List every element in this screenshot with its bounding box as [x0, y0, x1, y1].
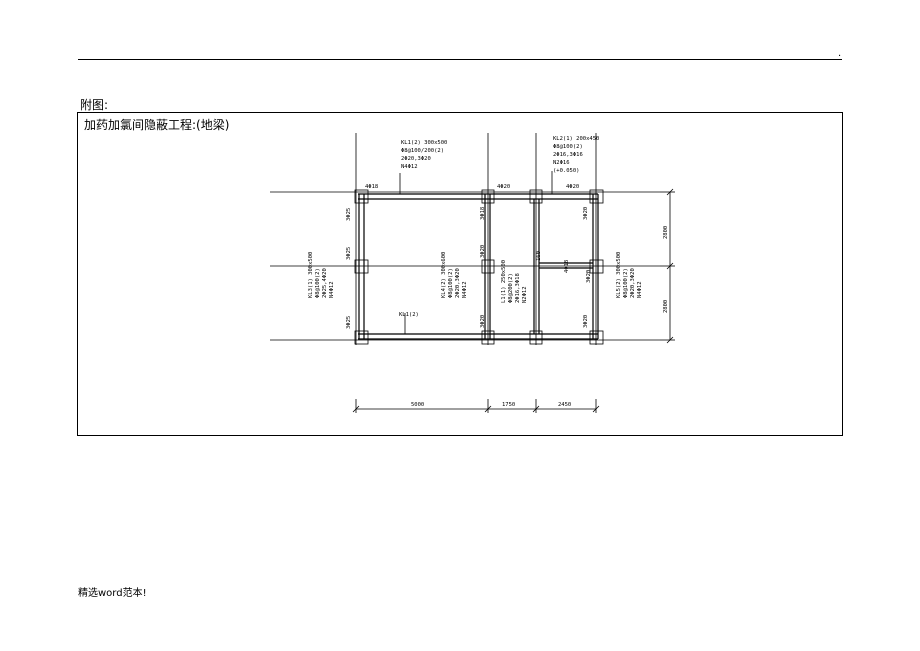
header-mark: .: [838, 48, 842, 59]
column: [481, 330, 495, 345]
rebar-mark-left3: 3Φ25: [346, 316, 352, 329]
beam-label-kl4-line1: KL4(2) 300x600: [441, 252, 447, 298]
dimension-2800-upper: 2800: [663, 226, 669, 239]
rebar-mark-top3: 4Φ20: [566, 184, 579, 190]
column: [481, 189, 495, 204]
dim-tick: [592, 405, 600, 413]
column: [589, 189, 604, 204]
rebar-mark-mid3: 4Φ18: [564, 260, 570, 273]
column: [481, 259, 495, 274]
beam-label-kl5-line4: N4Φ12: [637, 281, 643, 298]
beam-label-kl2-line5: (+0.050): [553, 168, 580, 174]
beam-label-kl2-line4: N2Φ16: [553, 160, 570, 166]
figure-caption: 附图:: [80, 98, 109, 112]
beam-label-kl1-line2: Φ8@100/200(2): [401, 148, 444, 154]
dimension-1750: 1750: [502, 402, 515, 408]
beam-label-kl2-line3: 2Φ16,3Φ16: [553, 152, 583, 158]
dim-tick: [484, 405, 492, 413]
beam-label-kl4-line2: Φ8@100(2): [448, 268, 454, 298]
rebar-mark-left1: 3Φ25: [346, 208, 352, 221]
beam-label-kl2-line2: Φ8@100(2): [553, 144, 583, 150]
figure-title: 加药加氯间隐蔽工程:(地梁): [84, 118, 230, 132]
footer-text: 精选word范本!: [78, 588, 147, 599]
dim-tick: [666, 188, 674, 196]
column: [354, 189, 369, 204]
rebar-mark-mid4: 3Φ20: [586, 270, 592, 283]
beam-label-l1-line4: N2Φ12: [522, 286, 528, 303]
beam-label-kl1-bottom: KL1(2): [399, 312, 419, 318]
column: [354, 259, 369, 274]
beam-label-l1-line3: 2Φ16,3Φ18: [515, 273, 521, 303]
dim-tick: [532, 405, 540, 413]
rebar-mark-top1: 4Φ18: [365, 184, 378, 190]
column: [529, 330, 543, 345]
rebar-mark-mid1: 3Φ18: [480, 207, 486, 220]
dimension-2450: 2450: [558, 402, 571, 408]
beam-label-kl5-line1: KL5(2) 300x500: [616, 252, 622, 298]
rebar-mark-bot3: 3Φ20: [583, 315, 589, 328]
dimension-5000: 5000: [411, 402, 424, 408]
beam-label-kl2-line1: KL2(1) 200x450: [553, 136, 599, 142]
beam-label-kl1-line4: N4Φ12: [401, 164, 418, 170]
beam-label-l1-line2: Φ8@200(2): [508, 273, 514, 303]
dim-tick: [666, 336, 674, 344]
rebar-mark-mid2: 3Φ20: [480, 245, 486, 258]
dimension-160: 160: [536, 251, 542, 261]
beam-label-kl5-line2: Φ8@100(2): [623, 268, 629, 298]
figure-frame: 加药加氯间隐蔽工程:(地梁): [77, 112, 843, 436]
rebar-mark-right1: 3Φ20: [583, 207, 589, 220]
beam-label-kl5-line3: 2Φ20,3Φ20: [630, 268, 636, 298]
column: [589, 259, 604, 274]
rebar-mark-left2: 3Φ25: [346, 247, 352, 260]
column: [354, 330, 369, 345]
beam-label-kl3-line3: 2Φ25,4Φ20: [322, 268, 328, 298]
beam-label-kl4-line3: 2Φ20,3Φ20: [455, 268, 461, 298]
dim-tick: [352, 405, 360, 413]
beam-label-kl1-line3: 2Φ20,3Φ20: [401, 156, 431, 162]
beam-label-kl3-line4: N4Φ12: [329, 281, 335, 298]
beam-label-kl1-line1: KL1(2) 300x500: [401, 140, 447, 146]
beam-label-kl3-line2: Φ8@100(2): [315, 268, 321, 298]
column: [589, 330, 604, 345]
dimension-2800-lower: 2800: [663, 300, 669, 313]
rebar-mark-top2: 4Φ20: [497, 184, 510, 190]
header-rule: [78, 59, 842, 60]
beam-label-kl4-line4: N4Φ12: [462, 281, 468, 298]
beam-plan-drawing: KL1(2) 300x500 Φ8@100/200(2) 2Φ20,3Φ20 N…: [270, 133, 675, 413]
dim-tick: [666, 262, 674, 270]
rebar-mark-bot2: 3Φ20: [480, 315, 486, 328]
beam-label-l1-line1: L1(1) 250x500: [501, 260, 507, 303]
beam-label-kl3-line1: KL3(1) 300x500: [308, 252, 314, 298]
column: [529, 189, 543, 204]
